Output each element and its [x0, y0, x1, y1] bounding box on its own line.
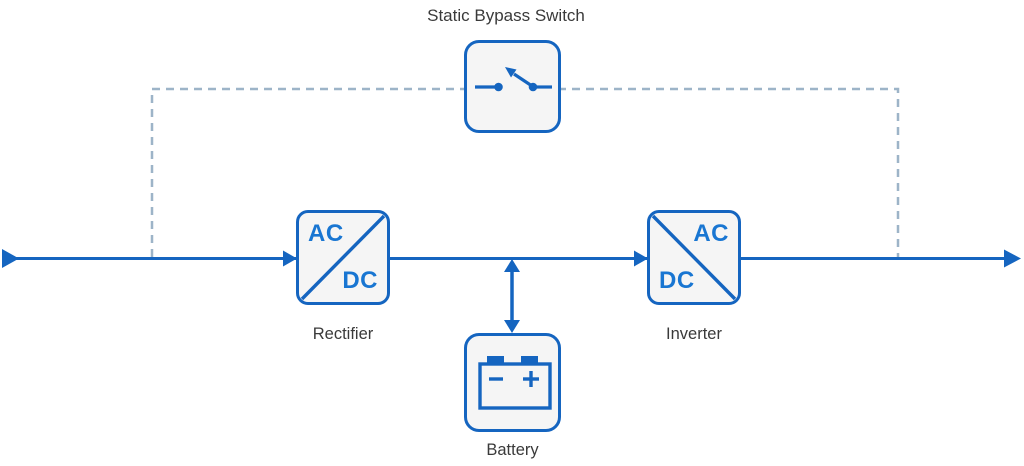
rectifier-dc-text: DC: [342, 267, 378, 294]
inverter-dc-text: DC: [659, 267, 695, 294]
diagram-title: Static Bypass Switch: [427, 6, 585, 25]
inverter-node: AC DC: [647, 210, 741, 305]
output-arrowhead-icon: [1004, 249, 1021, 268]
rectifier-arrowhead-icon: [283, 250, 297, 267]
inverter-diagonal: [651, 214, 737, 301]
rectifier-node: AC DC: [296, 210, 390, 305]
battery-up-arrowhead-icon: [504, 259, 520, 272]
inverter-label: Inverter: [666, 325, 722, 343]
inverter-ac-text: AC: [693, 220, 729, 247]
battery-icon: [478, 356, 552, 410]
bypass-dashed-path: [150, 87, 900, 257]
battery-down-arrowhead-icon: [504, 320, 520, 333]
rectifier-diagonal: [300, 214, 386, 301]
bypass-switch-node: [464, 40, 561, 133]
battery-node: [464, 333, 561, 432]
inverter-arrowhead-icon: [634, 250, 648, 267]
switch-icon: [475, 67, 552, 92]
rectifier-label: Rectifier: [312, 325, 374, 343]
battery-label: Battery: [486, 441, 539, 459]
input-arrowhead-icon: [2, 249, 19, 268]
rectifier-ac-text: AC: [308, 220, 344, 247]
